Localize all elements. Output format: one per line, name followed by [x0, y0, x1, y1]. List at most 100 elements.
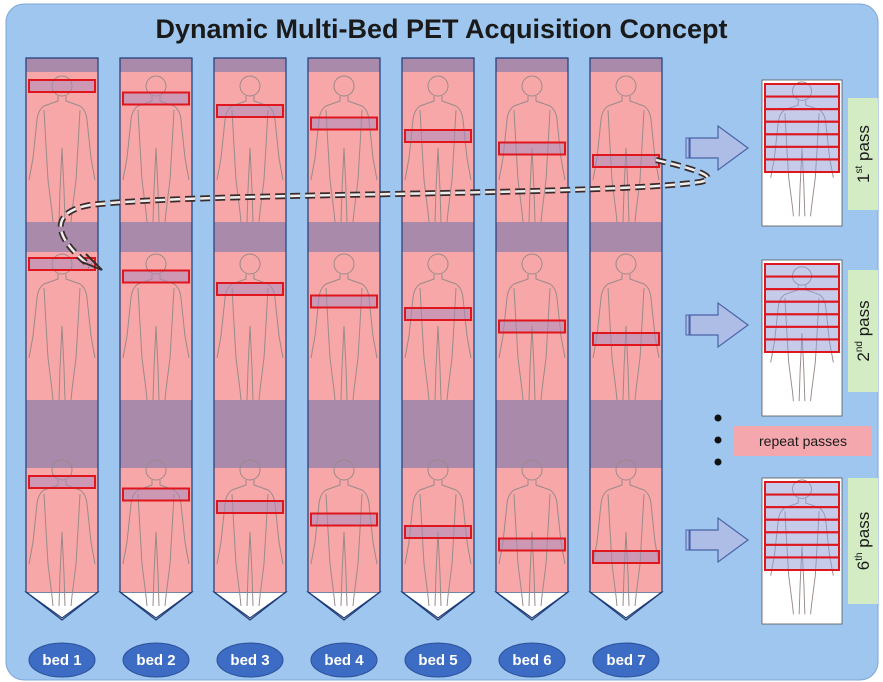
- pass-row-1: 1st pass: [685, 79, 878, 227]
- pass-number: 6: [854, 561, 873, 570]
- arrow-right-icon: [689, 301, 750, 349]
- column-segment: [496, 468, 568, 592]
- column-segment: [308, 222, 380, 252]
- bed-column-outline: [307, 57, 381, 619]
- column-segment: [590, 222, 662, 252]
- pass-transition-curve-inner: [59, 158, 709, 267]
- pass-number: 2: [854, 352, 873, 361]
- bed-column-outline: [401, 57, 475, 619]
- bed-slab: [764, 543, 840, 559]
- bed-label: bed 5: [418, 652, 457, 669]
- pass-label: 2nd pass: [854, 300, 873, 361]
- bed-position-box: [498, 319, 566, 334]
- bed-slab: [764, 263, 840, 278]
- pass-row-2: 2nd pass: [685, 259, 878, 417]
- bed-column-outline: [25, 57, 99, 619]
- bed-slab: [764, 133, 840, 148]
- bed-position-box: [310, 512, 378, 527]
- bed-label: bed 4: [324, 652, 364, 669]
- column-segment: [26, 400, 98, 468]
- bed-position-box: [310, 116, 378, 131]
- ellipsis-dot: [714, 436, 722, 444]
- bed-position-box: [216, 104, 284, 118]
- bed-label-oval: [592, 642, 660, 678]
- bed-position-box: [592, 550, 660, 564]
- ellipsis-dot: [714, 458, 722, 466]
- bed-slab: [764, 95, 840, 111]
- bed-slab: [764, 158, 840, 174]
- column-segment: [402, 58, 474, 72]
- bed-slab: [764, 325, 840, 341]
- column-segment: [402, 72, 474, 222]
- bed-position-box: [498, 141, 566, 156]
- column-segment: [214, 468, 286, 592]
- bed-label: bed 1: [42, 652, 81, 669]
- bed-slab: [764, 493, 840, 509]
- bed-column-2: [118, 57, 194, 621]
- column-segment: [496, 58, 568, 72]
- arrow-right-icon: [689, 516, 750, 564]
- bed-slab: [764, 338, 840, 353]
- pass-number: 1: [854, 173, 873, 182]
- column-segment: [214, 252, 286, 400]
- bed-slab: [764, 518, 840, 534]
- bed-column-outline: [119, 57, 193, 619]
- arrow-tail-mark: [685, 137, 690, 159]
- arrow-tail-mark: [685, 314, 690, 336]
- column-segment: [120, 222, 192, 252]
- bed-label: bed 6: [512, 652, 551, 669]
- bed-label-oval: [404, 642, 472, 678]
- bed-slab: [764, 145, 840, 161]
- bed-position-box: [404, 307, 472, 321]
- ellipsis-dot: [714, 414, 722, 422]
- bed-position-box: [498, 537, 566, 552]
- bed-label-oval: [216, 642, 284, 678]
- bed-position-box: [216, 282, 284, 296]
- column-segment: [308, 400, 380, 468]
- column-segment: [26, 58, 98, 72]
- column-segment: [590, 58, 662, 72]
- bed-column-5: [400, 57, 476, 621]
- pass-label-box: [848, 270, 878, 392]
- arrow-tail-mark: [685, 529, 690, 551]
- column-segment: [590, 72, 662, 222]
- bed-position-box: [404, 129, 472, 143]
- column-segment: [214, 400, 286, 468]
- arrow-right-icon: [689, 124, 750, 172]
- bed-column-4: [306, 57, 382, 621]
- column-segment: [402, 400, 474, 468]
- pass-suffix: st: [854, 165, 865, 173]
- pass-label: 6th pass: [854, 512, 873, 570]
- column-segment: [308, 468, 380, 592]
- repeat-label-box: [734, 426, 872, 456]
- bed-slab: [764, 120, 840, 136]
- column-segment: [308, 58, 380, 72]
- bed-position-box: [404, 525, 472, 539]
- bed-column-1: [24, 57, 100, 621]
- bed-column-outline: [495, 57, 569, 619]
- bed-label: bed 3: [230, 652, 269, 669]
- bed-label-oval: [122, 642, 190, 678]
- bed-position-box: [310, 294, 378, 309]
- pass-label-box: [848, 98, 878, 210]
- bed-position-box: [122, 269, 190, 284]
- bed-column-outline: [213, 57, 287, 619]
- bed-label: bed 2: [136, 652, 175, 669]
- column-segment: [308, 72, 380, 222]
- bed-column-3: [212, 57, 288, 621]
- column-segment: [26, 252, 98, 400]
- column-segment: [402, 222, 474, 252]
- column-segment: [402, 252, 474, 400]
- column-segment: [308, 252, 380, 400]
- bed-label: bed 7: [606, 652, 645, 669]
- column-segment: [214, 222, 286, 252]
- pass-transition-arrowhead: [81, 253, 103, 271]
- bed-slab: [764, 288, 840, 303]
- column-segment: [120, 400, 192, 468]
- bed-position-box: [122, 91, 190, 106]
- pass-row-3: 6th pass: [685, 477, 878, 625]
- column-segment: [120, 468, 192, 592]
- bed-position-box: [592, 332, 660, 346]
- repeat-label: repeat passes: [759, 433, 847, 449]
